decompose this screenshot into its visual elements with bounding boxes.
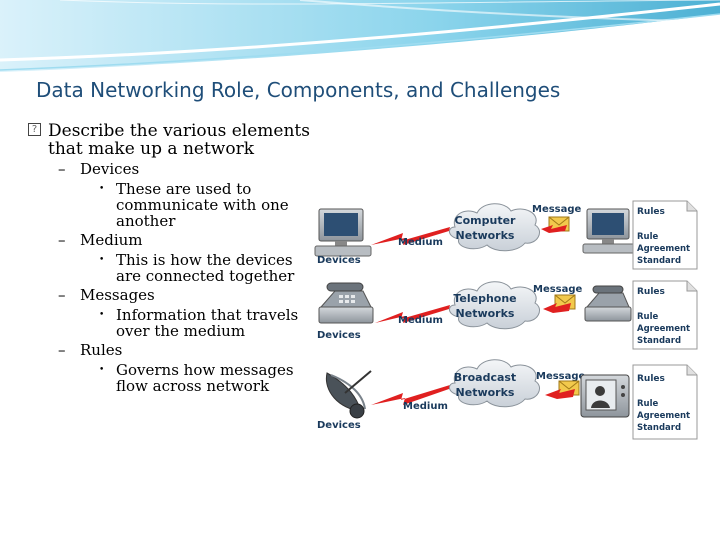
header-banner: [0, 0, 720, 72]
sub-item-messages: – Messages: [28, 287, 318, 304]
dash-marker: –: [58, 231, 66, 249]
rule-text-line2: Agreement: [637, 244, 690, 254]
row-broadcast-networks: Devices Medium Broadcast Networks Messag…: [317, 359, 698, 440]
sub-sub-item-text: These are used to communicate with one a…: [116, 180, 289, 230]
sub-sub-item: • These are used to communicate with one…: [28, 181, 318, 229]
envelope-icon: [541, 216, 570, 233]
lightning-icon: [375, 305, 450, 323]
rule-text-line3: Standard: [637, 336, 681, 346]
television-icon: [580, 374, 630, 418]
sub-sub-item-text: Information that travels over the medium: [116, 306, 299, 340]
computer-icon: [314, 208, 372, 257]
sub-sub-item: • Information that travels over the medi…: [28, 307, 318, 339]
rules-label: Rules: [637, 374, 665, 384]
devices-label: Devices: [317, 255, 361, 266]
sub-sub-item-text: This is how the devices are connected to…: [116, 251, 295, 285]
message-label: Message: [533, 284, 583, 295]
sub-item-medium: – Medium: [28, 232, 318, 249]
rules-document: Rules Rule Agreement Standard: [632, 364, 698, 440]
medium-label: Medium: [398, 237, 443, 248]
sub-sub-item-text: Governs how messages flow across network: [116, 361, 294, 395]
slide-title: Data Networking Role, Components, and Ch…: [36, 78, 561, 102]
row-telephone-networks: Devices Medium Telephone Networks Messag…: [317, 280, 698, 350]
rules-label: Rules: [637, 207, 665, 217]
devices-label: Devices: [317, 330, 361, 341]
dot-marker: •: [99, 255, 105, 265]
dot-marker: •: [99, 310, 105, 320]
envelope-icon: [545, 380, 580, 399]
sub-item-devices: – Devices: [28, 161, 318, 178]
medium-label: Medium: [398, 315, 443, 326]
rule-text-line3: Standard: [637, 256, 681, 266]
main-bullet: ? Describe the various elements that mak…: [28, 122, 318, 158]
cloud-icon: [449, 281, 540, 330]
cloud-label-line2: Networks: [456, 307, 515, 320]
dash-marker: –: [58, 341, 66, 359]
devices-label: Devices: [317, 420, 361, 431]
bullet-list: ? Describe the various elements that mak…: [28, 122, 318, 394]
rule-text-line1: Rule: [637, 399, 659, 409]
rules-document: Rules Rule Agreement Standard: [632, 200, 698, 270]
cloud-label-line1: Telephone: [453, 292, 516, 305]
rule-text-line1: Rule: [637, 312, 659, 322]
sub-sub-item: • Governs how messages flow across netwo…: [28, 362, 318, 394]
rules-document: Rules Rule Agreement Standard: [632, 280, 698, 350]
rule-text-line2: Agreement: [637, 411, 690, 421]
row-computer-networks: Devices Medium Computer Networks Message…: [314, 200, 698, 270]
rule-text-line1: Rule: [637, 232, 659, 242]
satellite-dish-icon: [325, 370, 372, 419]
envelope-icon: [543, 294, 576, 313]
telephone-icon: [318, 282, 374, 324]
dash-marker: –: [58, 160, 66, 178]
computer-icon: [582, 208, 636, 254]
medium-label: Medium: [403, 401, 448, 412]
dash-marker: –: [58, 286, 66, 304]
cloud-label-line2: Networks: [456, 386, 515, 399]
lightning-icon: [371, 227, 450, 245]
rules-label: Rules: [637, 287, 665, 297]
message-label: Message: [536, 371, 586, 382]
rule-text-line3: Standard: [637, 423, 681, 433]
dot-marker: •: [99, 365, 105, 375]
lightning-icon: [371, 385, 450, 405]
cloud-icon: [449, 203, 540, 252]
main-bullet-text: Describe the various elements that make …: [48, 121, 310, 159]
sub-sub-item: • This is how the devices are connected …: [28, 252, 318, 284]
message-label: Message: [532, 204, 582, 215]
rule-text-line2: Agreement: [637, 324, 690, 334]
bullet-box-icon: ?: [28, 123, 41, 136]
sub-item-label: Devices: [80, 160, 140, 178]
cloud-icon: [449, 359, 540, 408]
sub-item-label: Rules: [80, 341, 123, 359]
cloud-label-line1: Broadcast: [454, 371, 516, 384]
network-elements-diagram: Devices Medium Computer Networks Message…: [305, 195, 715, 453]
sub-item-label: Messages: [80, 286, 155, 304]
cloud-label-line1: Computer: [455, 214, 517, 227]
cloud-label-line2: Networks: [456, 229, 515, 242]
dot-marker: •: [99, 184, 105, 194]
sub-item-rules: – Rules: [28, 342, 318, 359]
sub-item-label: Medium: [80, 231, 143, 249]
telephone-icon: [584, 285, 632, 322]
